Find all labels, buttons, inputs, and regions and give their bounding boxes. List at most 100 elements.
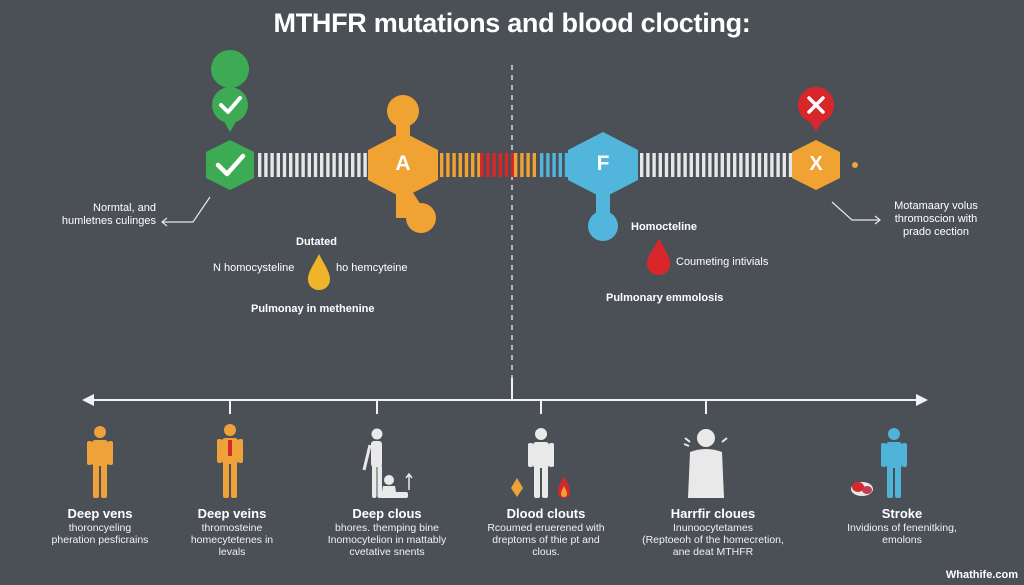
strand-bar <box>532 153 536 177</box>
strand-bar <box>363 153 367 177</box>
node-a <box>368 95 438 233</box>
strand-bar <box>546 153 550 177</box>
cross-icon <box>792 140 840 190</box>
caption-line: levals <box>218 546 246 558</box>
strand-bar <box>776 153 780 177</box>
strand-bar <box>504 153 509 177</box>
person-icon <box>881 428 907 498</box>
strand-bar <box>289 153 293 177</box>
dutated-label: Dutated <box>296 236 337 248</box>
strand-bar <box>492 153 496 177</box>
right-callout-label: Motamaary volus thromoscion with prado c… <box>876 200 996 239</box>
caption-line: Inomocytelion in mattably <box>327 534 447 546</box>
strand-end-dot <box>852 162 858 168</box>
strand-bar <box>695 153 700 177</box>
timeline-axis <box>82 378 928 414</box>
strand-bar <box>702 153 706 177</box>
strand-bar <box>745 153 749 177</box>
strand-bar <box>714 153 718 177</box>
caption-title: Harrfir cloues <box>670 506 756 521</box>
right-callout-line: Motamaary volus <box>894 200 978 212</box>
strand-bar <box>564 153 569 177</box>
strand-bar <box>733 153 737 177</box>
strand-bar <box>671 153 675 177</box>
check-icon <box>206 140 254 190</box>
caption-line: dreptoms of thie pt and <box>492 534 600 546</box>
strand-bar <box>683 153 687 177</box>
strand-bar <box>264 153 268 177</box>
strand-bar <box>313 153 318 177</box>
caption-line: pheration pesficrains <box>51 534 149 546</box>
strand-bar <box>552 153 556 177</box>
strand-bar <box>282 153 287 177</box>
strand-bar <box>520 153 524 177</box>
watermark: Whathife.com <box>945 569 1018 581</box>
right-callout-line: thromoscion with <box>894 213 978 225</box>
cross-pin-icon <box>798 87 834 132</box>
caption-line: Invidions of fenenitking, <box>847 522 957 534</box>
strand-bar <box>446 153 450 177</box>
strand-bar <box>498 153 502 177</box>
strand-bar <box>540 153 544 177</box>
strand-bar <box>452 153 456 177</box>
strand-bar <box>440 153 444 177</box>
strand-bar <box>558 153 562 177</box>
drop-icon <box>308 254 330 290</box>
caption-line: clous. <box>532 546 560 558</box>
strand-bar <box>757 153 762 177</box>
strand-bar <box>658 153 662 177</box>
caption-4: Dlood clouts Rcoumed eruerened with drep… <box>461 506 631 558</box>
strand-bar <box>782 153 786 177</box>
right-callout-arrow <box>831 201 881 225</box>
strand-bar <box>477 153 481 177</box>
strand-bar <box>326 153 330 177</box>
caption-line: bhores. themping bine <box>335 522 439 534</box>
strand-bar <box>708 153 712 177</box>
person-icon <box>528 428 554 498</box>
caption-line: Inunoocytetames <box>673 522 753 534</box>
caption-line: thoroncyeling <box>68 522 132 534</box>
caption-6: Stroke Invidions of fenenitking, emolons <box>817 506 987 546</box>
caption-line: homecytetenes in <box>190 534 274 546</box>
caption-title: Deep clous <box>352 506 422 521</box>
coumeting-label: Coumeting intivials <box>676 256 769 268</box>
normal-label-line: humletnes culinges <box>61 215 156 227</box>
strand-bar <box>764 153 768 177</box>
caption-line: (Reptoeoh of the homecretion, <box>642 534 784 546</box>
left-callout-arrow <box>161 196 211 227</box>
strand-bar <box>480 153 484 177</box>
strand-bar <box>646 153 650 177</box>
strand-bar <box>471 153 475 177</box>
strand-bar <box>511 153 515 177</box>
caption-line: thromosteine <box>201 522 263 534</box>
person-icon <box>87 426 113 498</box>
brain-icon <box>851 482 873 496</box>
pulmonay-label: Pulmonay in methenine <box>251 303 375 315</box>
gene-strand <box>258 153 793 177</box>
normal-label-line: Normtal, and <box>93 202 156 214</box>
strand-bar <box>338 153 342 177</box>
strand-bar <box>739 153 743 177</box>
caption-5: Harrfir cloues Inunoocytetames (Reptoeoh… <box>628 506 798 558</box>
strand-bar <box>640 153 644 177</box>
caption-line: emolons <box>882 534 922 546</box>
strand-bar <box>344 153 349 177</box>
caption-line: Rcoumed eruerened with <box>487 522 605 534</box>
homocysteline-label: N homocysteline <box>213 262 295 274</box>
person-icon <box>217 424 243 498</box>
caption-line: ane deat MTHFR <box>672 546 754 558</box>
caption-3: Deep clous bhores. themping bine Inomocy… <box>302 506 472 558</box>
strand-bar <box>270 153 274 177</box>
caption-line: cvetative snents <box>349 546 425 558</box>
node-f <box>568 132 638 241</box>
caption-1: Deep vens thoroncyeling pheration pesfic… <box>15 506 185 546</box>
strand-bar <box>514 153 518 177</box>
strand-bar <box>486 153 490 177</box>
hemcyteine-label: ho hemcyteine <box>336 262 408 274</box>
strand-bar <box>770 153 774 177</box>
homocteline-label: Homocteline <box>631 221 698 233</box>
node-f-letter: F <box>596 152 610 175</box>
check-pin-icon <box>211 50 250 132</box>
strand-bar <box>526 153 530 177</box>
